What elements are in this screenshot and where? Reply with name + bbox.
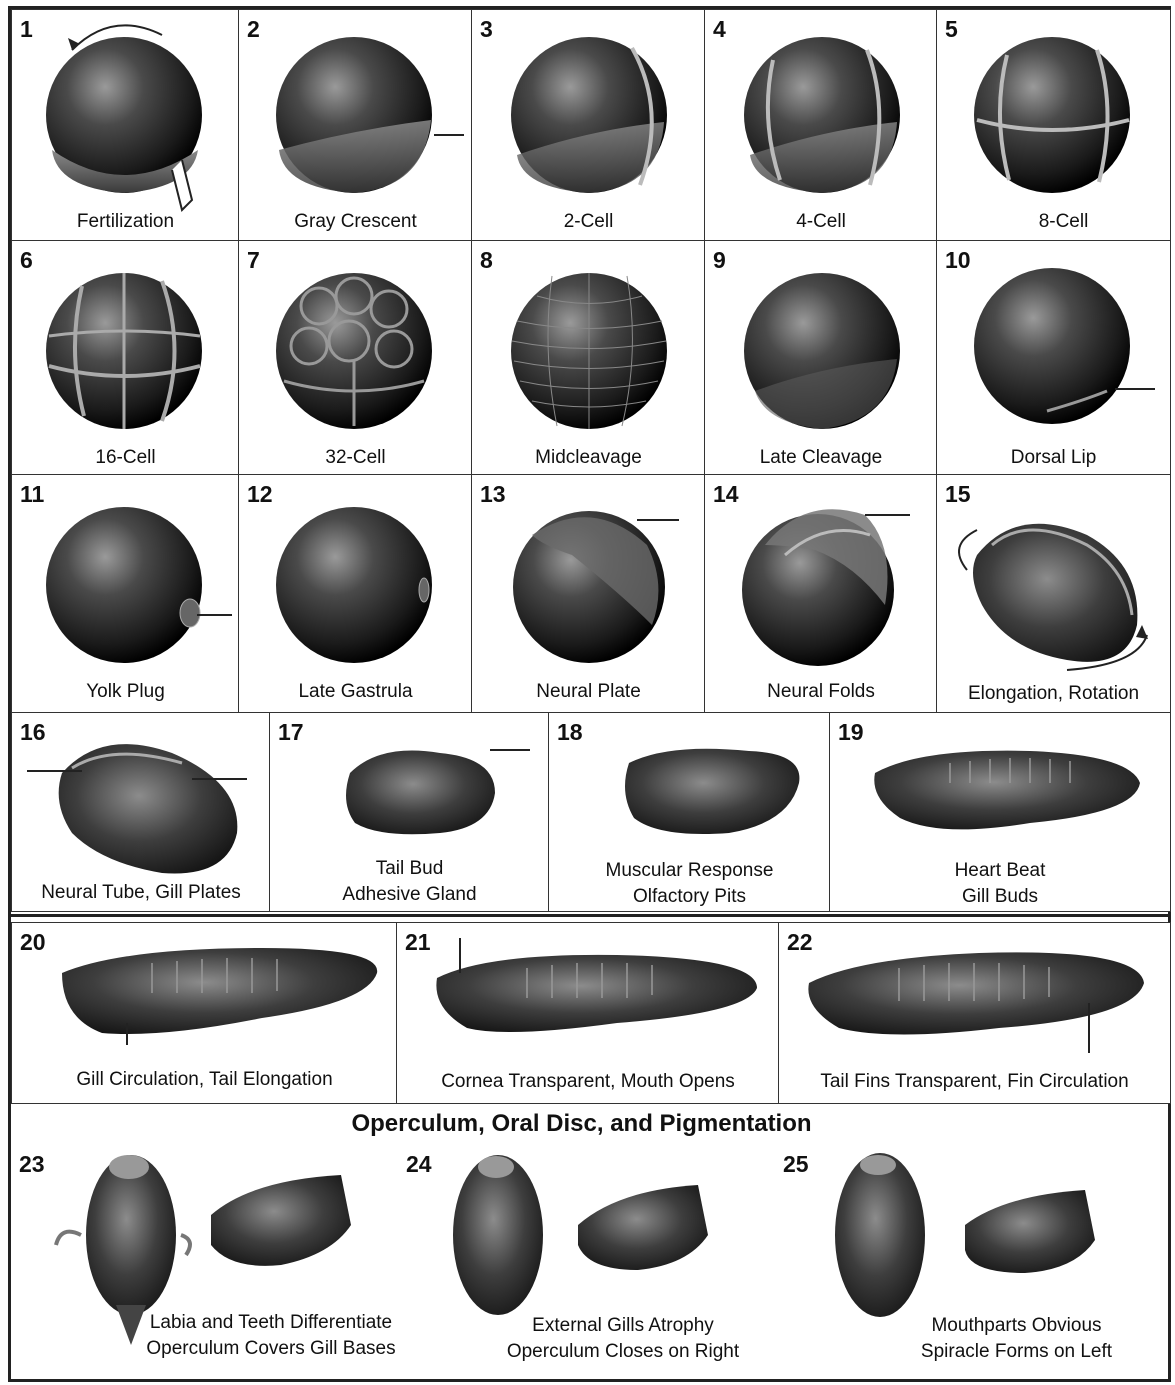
stage-caption: 32-Cell xyxy=(239,445,472,471)
stage-caption: Dorsal Lip xyxy=(937,445,1170,471)
stage-caption: 4-Cell xyxy=(705,209,937,235)
stage-caption-line2: Operculum Covers Gill Bases xyxy=(121,1336,401,1362)
stage-caption: Elongation, Rotation xyxy=(937,681,1170,707)
stage-7-panel: 7 32-Cell xyxy=(238,240,473,476)
stage-caption-line1: External Gills Atrophy xyxy=(468,1313,778,1339)
stage-4-panel: 4 4-Cell xyxy=(704,9,938,242)
stage-caption-line1: Tail Bud xyxy=(270,856,549,882)
stage-8-panel: 8 Midcleavage xyxy=(471,240,706,476)
stage-3-panel: 3 2-Cell xyxy=(471,9,706,242)
stage-caption: Gray Crescent xyxy=(239,209,472,235)
stage-caption-line2: Gill Buds xyxy=(830,884,1170,910)
stage-1-panel: 1 Fertilization xyxy=(11,9,240,242)
egg-illustration xyxy=(472,241,706,476)
stage-10-panel: 10 Dorsal Lip xyxy=(936,240,1171,476)
stage-caption: Cornea Transparent, Mouth Opens xyxy=(397,1069,779,1095)
stage-23-panel: 23 Labia and Teeth Differentiate Opercul… xyxy=(11,1145,401,1377)
stage-caption-line1: Heart Beat xyxy=(830,858,1170,884)
stage-13-panel: 13 Neural Plate xyxy=(471,474,706,714)
stage-5-panel: 5 8-Cell xyxy=(936,9,1171,242)
stage-18-panel: 18 Muscular Response Olfactory Pits xyxy=(548,712,831,912)
egg-illustration xyxy=(937,10,1171,242)
egg-illustration xyxy=(937,241,1171,476)
stage-caption: 2-Cell xyxy=(472,209,705,235)
stage-9-panel: 9 Late Cleavage xyxy=(704,240,938,476)
stage-22-panel: 22 Tail Fins Transparent, Fin Circulatio… xyxy=(778,922,1171,1104)
stage-17-panel: 17 Tail Bud Adhesive Gland xyxy=(269,712,550,912)
stage-12-panel: 12 Late Gastrula xyxy=(238,474,473,714)
stage-caption: 8-Cell xyxy=(937,209,1170,235)
stage-caption-line1: Mouthparts Obvious xyxy=(855,1313,1168,1339)
stage-14-panel: 14 Neural Folds xyxy=(704,474,938,714)
stage-caption: Neural Tube, Gill Plates xyxy=(12,880,270,906)
stage-19-panel: 19 Heart Beat Gill Buds xyxy=(829,712,1171,912)
egg-illustration xyxy=(12,241,240,476)
stage-caption: Late Gastrula xyxy=(239,679,472,705)
stage-caption: Yolk Plug xyxy=(12,679,239,705)
stage-15-panel: 15 Elongation, Rotation xyxy=(936,474,1171,714)
stage-2-panel: 2 Gray Crescent xyxy=(238,9,473,242)
stage-caption: Gill Circulation, Tail Elongation xyxy=(12,1067,397,1093)
stage-caption: Midcleavage xyxy=(472,445,705,471)
egg-illustration xyxy=(472,10,706,242)
egg-illustration xyxy=(705,241,938,476)
egg-illustration xyxy=(239,241,473,476)
stage-caption: Fertilization xyxy=(12,209,239,235)
stage-caption-line2: Olfactory Pits xyxy=(549,884,830,910)
stage-21-panel: 21 Cornea Transparent, Mouth Opens xyxy=(396,922,780,1104)
stage-6-panel: 6 16-Cell xyxy=(11,240,240,476)
stage-20-panel: 20 Gill Circulation, Tail Elongation xyxy=(11,922,398,1104)
stage-16-panel: 16 Neural Tube, Gill Plates xyxy=(11,712,271,912)
egg-illustration xyxy=(705,10,938,242)
stage-caption-line1: Labia and Teeth Differentiate xyxy=(121,1310,401,1336)
egg-illustration xyxy=(12,10,240,242)
section-divider xyxy=(8,914,1171,917)
stage-25-panel: 25 Mouthparts Obvious Spiracle Forms on … xyxy=(775,1145,1168,1377)
stage-caption: Late Cleavage xyxy=(705,445,937,471)
section-title: Operculum, Oral Disc, and Pigmentation xyxy=(0,1110,1163,1138)
stage-11-panel: 11 Yolk Plug xyxy=(11,474,240,714)
stage-caption-line2: Operculum Closes on Right xyxy=(468,1339,778,1365)
stage-caption: Neural Folds xyxy=(705,679,937,705)
stage-caption-line2: Adhesive Gland xyxy=(270,882,549,908)
stage-caption: Tail Fins Transparent, Fin Circulation xyxy=(779,1069,1170,1095)
stage-24-panel: 24 External Gills Atrophy Operculum Clos… xyxy=(398,1145,778,1377)
stage-caption-line2: Spiracle Forms on Left xyxy=(855,1339,1168,1365)
egg-illustration xyxy=(239,10,473,242)
stage-caption-line1: Muscular Response xyxy=(549,858,830,884)
stage-caption: Neural Plate xyxy=(472,679,705,705)
embryo-illustration xyxy=(937,475,1171,714)
stage-caption: 16-Cell xyxy=(12,445,239,471)
